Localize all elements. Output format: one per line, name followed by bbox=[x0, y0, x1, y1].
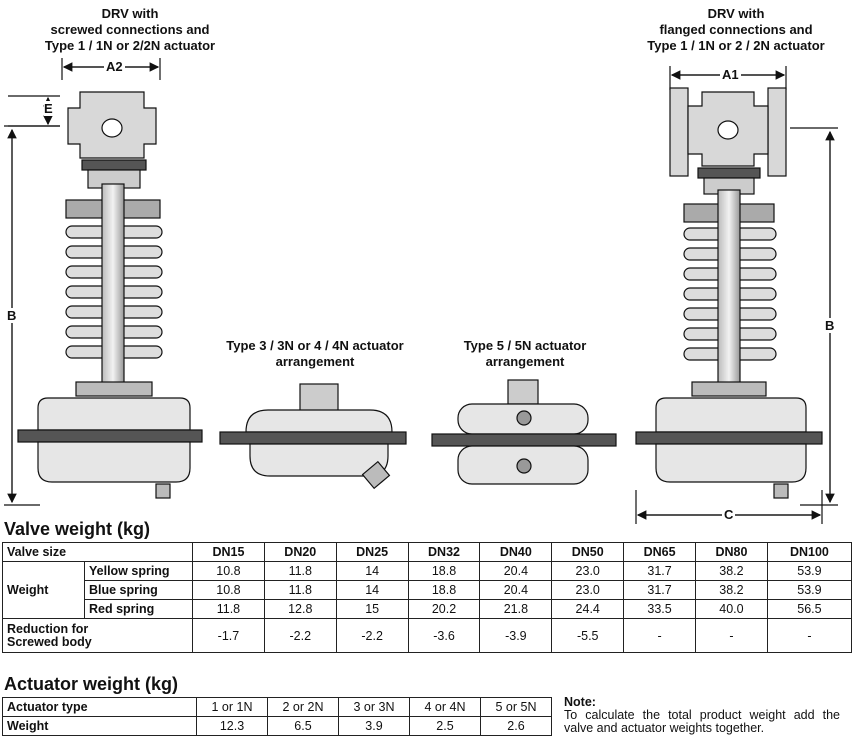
table-cell: 23.0 bbox=[551, 580, 625, 600]
table-cell: 2.5 bbox=[409, 716, 481, 736]
actuator-weight-table: Actuator type 1 or 1N 2 or 2N 3 or 3N 4 … bbox=[2, 697, 552, 736]
table-cell: -2.2 bbox=[263, 618, 337, 653]
table-cell: 21.8 bbox=[479, 599, 553, 619]
table-cell: 24.4 bbox=[551, 599, 625, 619]
table-cell: - bbox=[695, 618, 768, 653]
table-cell: 5 or 5N bbox=[480, 697, 552, 717]
table-cell: 33.5 bbox=[623, 599, 697, 619]
table-cell: 10.8 bbox=[192, 561, 265, 581]
screwed-valve-drawing bbox=[4, 58, 203, 506]
table-cell: - bbox=[623, 618, 697, 653]
table-cell: 12.8 bbox=[263, 599, 337, 619]
dim-a1: A1 bbox=[720, 67, 741, 82]
table-cell: 38.2 bbox=[695, 561, 768, 581]
reduction-label: Reduction for Screwed body bbox=[2, 618, 193, 653]
valve-weight-title: Valve weight (kg) bbox=[4, 519, 151, 539]
table-cell: 3 or 3N bbox=[338, 697, 410, 717]
table-row: Red spring 11.8 12.8 15 20.2 21.8 24.4 3… bbox=[3, 599, 853, 619]
table-cell: 2 or 2N bbox=[267, 697, 339, 717]
type3-4-actuator-drawing bbox=[219, 383, 407, 490]
dim-e: E bbox=[44, 101, 53, 116]
table-row: Reduction for Screwed body -1.7 -2.2 -2.… bbox=[2, 618, 853, 653]
size-header: DN100 bbox=[766, 542, 853, 562]
size-header: DN80 bbox=[695, 542, 768, 562]
table-cell: 11.8 bbox=[263, 580, 337, 600]
type5-caption: Type 5 / 5N actuator arrangement bbox=[463, 338, 587, 369]
table-cell: 53.9 bbox=[766, 580, 853, 600]
left-drawing-caption: DRV with screwed connections and Type 1 … bbox=[44, 6, 216, 53]
table-cell: 31.7 bbox=[623, 580, 697, 600]
table-cell: 20.4 bbox=[479, 561, 553, 581]
table-cell: 20.4 bbox=[479, 580, 553, 600]
table-cell: 6.5 bbox=[267, 716, 339, 736]
table-cell: 14 bbox=[335, 580, 409, 600]
valve-size-header: Valve size bbox=[2, 542, 193, 562]
table-cell: 15 bbox=[335, 599, 409, 619]
table-row: Actuator type 1 or 1N 2 or 2N 3 or 3N 4 … bbox=[2, 697, 552, 717]
table-cell: 10.8 bbox=[192, 580, 265, 600]
table-cell: 12.3 bbox=[196, 716, 268, 736]
table-cell: 20.2 bbox=[407, 599, 481, 619]
valve-drawings bbox=[4, 58, 838, 524]
table-row: Blue spring 10.8 11.8 14 18.8 20.4 23.0 … bbox=[3, 580, 853, 600]
table-cell: 11.8 bbox=[192, 599, 265, 619]
size-header: DN32 bbox=[407, 542, 481, 562]
dim-b-left: B bbox=[7, 308, 17, 323]
table-cell: -2.2 bbox=[335, 618, 409, 653]
dim-c: C bbox=[722, 507, 736, 522]
table-cell: 18.8 bbox=[407, 561, 481, 581]
note-text: To calculate the total product weight ad… bbox=[564, 708, 840, 735]
actuator-type-label: Actuator type bbox=[2, 697, 197, 717]
actuator-weight-title: Actuator weight (kg) bbox=[4, 674, 178, 694]
size-header: DN50 bbox=[551, 542, 625, 562]
size-header: DN65 bbox=[623, 542, 697, 562]
table-cell: - bbox=[766, 618, 853, 653]
dim-a2: A2 bbox=[104, 59, 125, 74]
table-row: Weight 12.3 6.5 3.9 2.5 2.6 bbox=[2, 716, 552, 736]
table-cell: 40.0 bbox=[695, 599, 768, 619]
table-cell: -3.6 bbox=[407, 618, 481, 653]
note-title: Note: bbox=[564, 695, 596, 709]
size-header: DN40 bbox=[479, 542, 553, 562]
spring-label: Red spring bbox=[84, 599, 193, 619]
table-cell: 11.8 bbox=[263, 561, 337, 581]
table-cell: -5.5 bbox=[551, 618, 625, 653]
right-drawing-caption: DRV with flanged connections and Type 1 … bbox=[647, 6, 825, 53]
table-cell: 23.0 bbox=[551, 561, 625, 581]
flanged-valve-drawing bbox=[635, 66, 838, 524]
type5-actuator-drawing bbox=[431, 379, 617, 485]
table-cell: 2.6 bbox=[480, 716, 552, 736]
table-cell: -1.7 bbox=[192, 618, 265, 653]
dim-b-right: B bbox=[825, 318, 835, 333]
table-cell: -3.9 bbox=[479, 618, 553, 653]
note: Note: To calculate the total product wei… bbox=[564, 696, 840, 735]
weight-label: Weight bbox=[2, 716, 197, 736]
table-cell: 18.8 bbox=[407, 580, 481, 600]
type3-4-caption: Type 3 / 3N or 4 / 4N actuator arrangeme… bbox=[226, 338, 404, 369]
table-cell: 1 or 1N bbox=[196, 697, 268, 717]
table-cell: 31.7 bbox=[623, 561, 697, 581]
table-cell: 53.9 bbox=[766, 561, 853, 581]
table-cell: 56.5 bbox=[766, 599, 853, 619]
table-header-row: Valve size DN15 DN20 DN25 DN32 DN40 DN50… bbox=[2, 542, 853, 562]
table-row: Weight Yellow spring 10.8 11.8 14 18.8 2… bbox=[2, 561, 853, 619]
size-header: DN25 bbox=[335, 542, 409, 562]
table-cell: 3.9 bbox=[338, 716, 410, 736]
table-cell: 38.2 bbox=[695, 580, 768, 600]
table-cell: 14 bbox=[335, 561, 409, 581]
valve-weight-table: Valve size DN15 DN20 DN25 DN32 DN40 DN50… bbox=[2, 542, 853, 653]
spring-label: Blue spring bbox=[84, 580, 193, 600]
spring-label: Yellow spring bbox=[84, 561, 193, 581]
size-header: DN15 bbox=[192, 542, 265, 562]
table-cell: 4 or 4N bbox=[409, 697, 481, 717]
size-header: DN20 bbox=[263, 542, 337, 562]
weight-label: Weight bbox=[2, 561, 85, 619]
